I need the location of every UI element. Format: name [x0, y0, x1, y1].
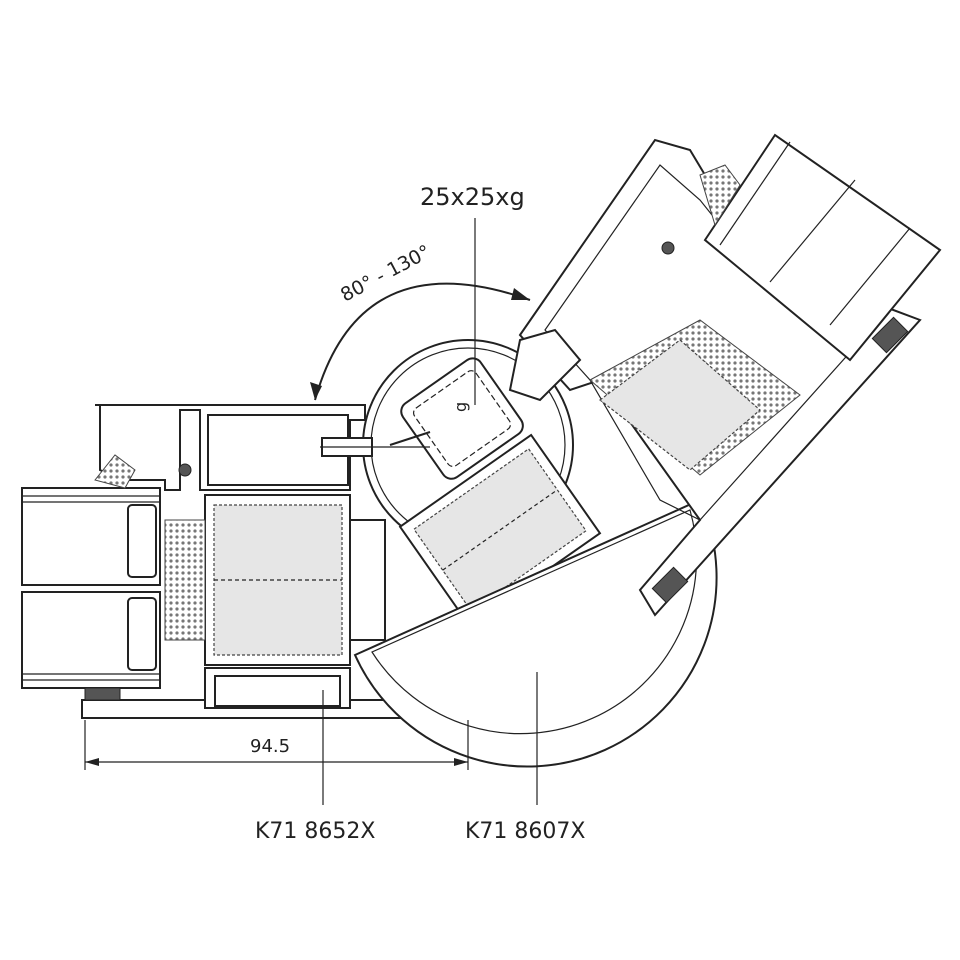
half-round-cover — [353, 498, 718, 768]
wall-thickness-label: g — [451, 402, 470, 412]
left-glazing — [21, 487, 161, 689]
mullion-profile — [398, 433, 602, 627]
dimension-label: 94.5 — [250, 736, 290, 757]
width-dimension: 94.5 — [84, 720, 469, 770]
right-frame-profile — [508, 133, 942, 617]
angle-range-label: 80° - 130° — [337, 241, 434, 307]
angle-arc — [314, 282, 531, 401]
profile-label-8652x: K71 8652X — [255, 819, 375, 844]
profile-label-8607x: K71 8607X — [465, 819, 585, 844]
left-frame-profile — [81, 404, 471, 719]
tube-size-label: 25x25xg — [420, 183, 525, 211]
